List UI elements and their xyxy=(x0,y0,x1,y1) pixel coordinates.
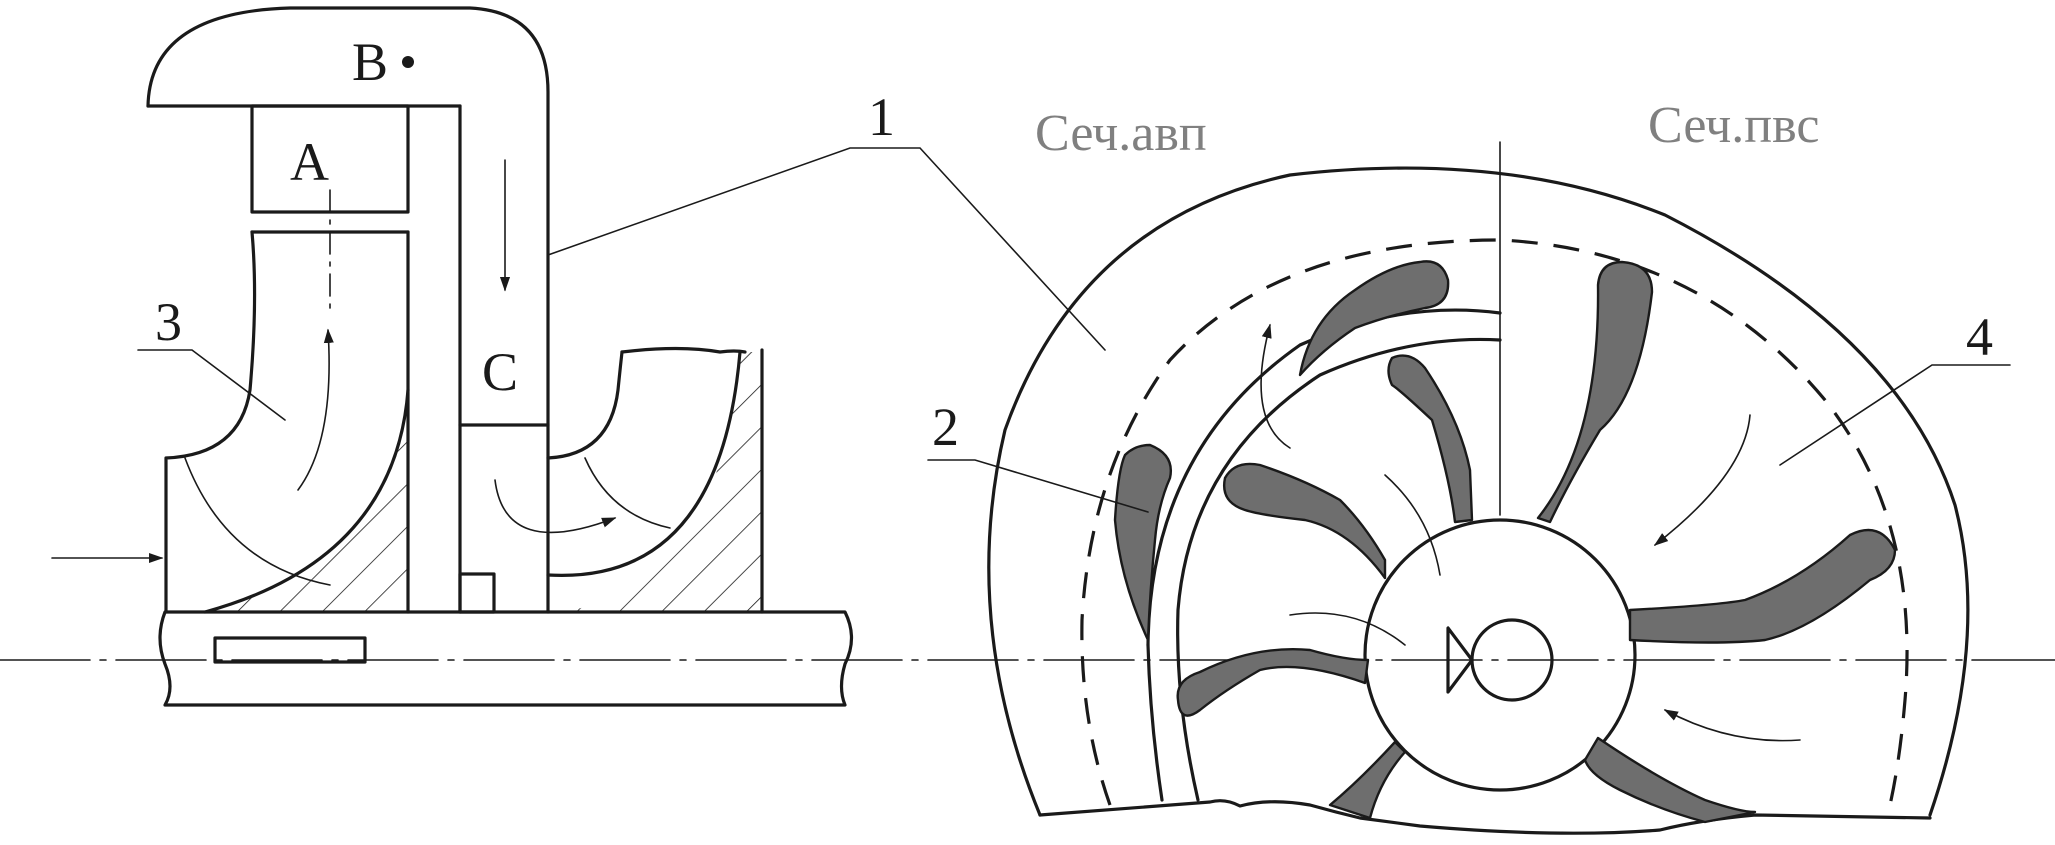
seal-block xyxy=(458,572,496,614)
label-1: 1 xyxy=(868,87,895,147)
label-2: 2 xyxy=(932,397,959,457)
shaft-key xyxy=(213,636,367,664)
section-left-title: Сеч.авп xyxy=(1035,105,1207,162)
diffuser-inner-wall xyxy=(546,350,624,460)
label-3: 3 xyxy=(155,292,182,352)
break-line xyxy=(1038,799,1932,835)
rotor-blade xyxy=(1176,648,1370,717)
label-b: B xyxy=(352,32,388,92)
rotor-blade xyxy=(1628,528,1897,644)
housing xyxy=(146,6,550,614)
radial-section xyxy=(927,141,2011,835)
rotor-blade xyxy=(1536,260,1654,524)
key-slot xyxy=(1446,626,1474,694)
rotor-blade xyxy=(1583,736,1757,824)
dashed-circle xyxy=(1080,238,1909,806)
rotor-blade xyxy=(1387,354,1474,524)
inlet-duct-wall xyxy=(164,230,257,614)
label-c: C xyxy=(482,342,518,402)
outer-casing xyxy=(987,166,1970,817)
impeller-hub xyxy=(1363,518,1637,792)
hub-hatching xyxy=(205,390,408,612)
label-4: 4 xyxy=(1966,307,1993,367)
shaft xyxy=(158,610,854,707)
rotor-blade xyxy=(1328,740,1407,820)
point-b-dot xyxy=(402,56,414,68)
diffuser-hatching xyxy=(560,352,762,612)
label-a: A xyxy=(290,132,329,192)
stator-blade xyxy=(1113,443,1172,642)
impeller-hub-profile xyxy=(203,388,410,614)
section-right-title: Сеч.пвс xyxy=(1648,97,1819,154)
stator-blade xyxy=(1298,260,1450,377)
rotor-blade xyxy=(1223,462,1387,580)
axial-section xyxy=(0,6,2055,707)
